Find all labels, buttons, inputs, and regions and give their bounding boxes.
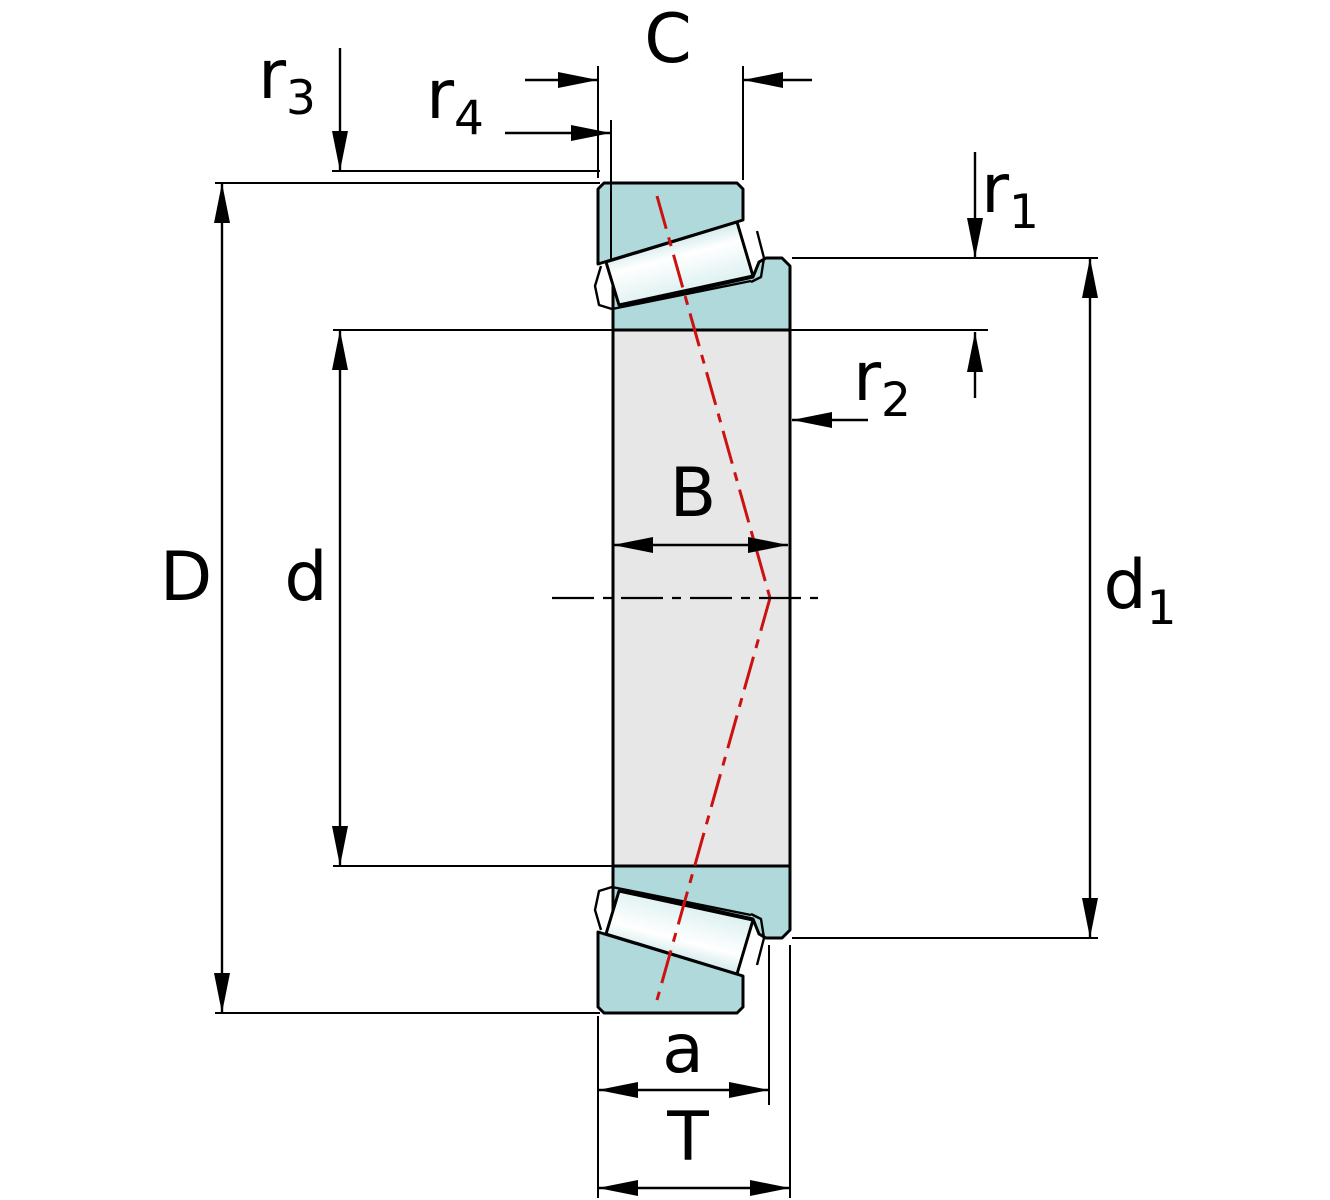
dim-d: d: [284, 330, 348, 866]
dim-r3: r3: [258, 36, 348, 171]
cage-claw: [750, 230, 766, 284]
label-chamfer-r3: r3: [258, 36, 316, 126]
dim-B: B: [613, 454, 788, 553]
cage-lower: [593, 885, 766, 966]
label-pressure-center-distance: a: [662, 1010, 704, 1089]
cage-upper: [593, 230, 766, 311]
outer-ring-lower: [596, 930, 745, 1015]
dim-r1: r1: [967, 150, 1039, 258]
dim-d1: d1: [1082, 258, 1177, 938]
dim-D: D: [160, 183, 230, 1013]
label-bore-diameter: d: [284, 538, 327, 617]
pressure-line-upper: [655, 195, 772, 599]
dim-r2: r2: [792, 332, 983, 428]
label-inner-ring-width: B: [670, 454, 717, 533]
tapered-roller-lower: [604, 889, 755, 976]
label-chamfer-r2: r2: [853, 338, 911, 428]
outer-ring-upper: [596, 181, 745, 266]
cage-claw: [750, 912, 766, 966]
cage-bar: [593, 265, 752, 311]
pressure-line-lower: [655, 597, 772, 1001]
label-total-width: T: [666, 1098, 709, 1177]
label-outer-diameter: D: [160, 538, 212, 617]
dim-a: a: [598, 1010, 769, 1098]
tapered-roller-upper: [604, 220, 755, 307]
label-chamfer-r4: r4: [426, 56, 484, 146]
dim-C: C: [525, 0, 812, 88]
cage-bar: [593, 885, 752, 931]
extension-lines: [215, 66, 1098, 1198]
label-rib-diameter: d1: [1103, 546, 1176, 636]
label-chamfer-r1: r1: [981, 150, 1039, 240]
dim-T: T: [598, 1098, 790, 1196]
bearing-cross-section: [552, 181, 818, 1015]
label-outer-ring-width: C: [644, 0, 691, 79]
dim-r4: r4: [426, 56, 611, 146]
